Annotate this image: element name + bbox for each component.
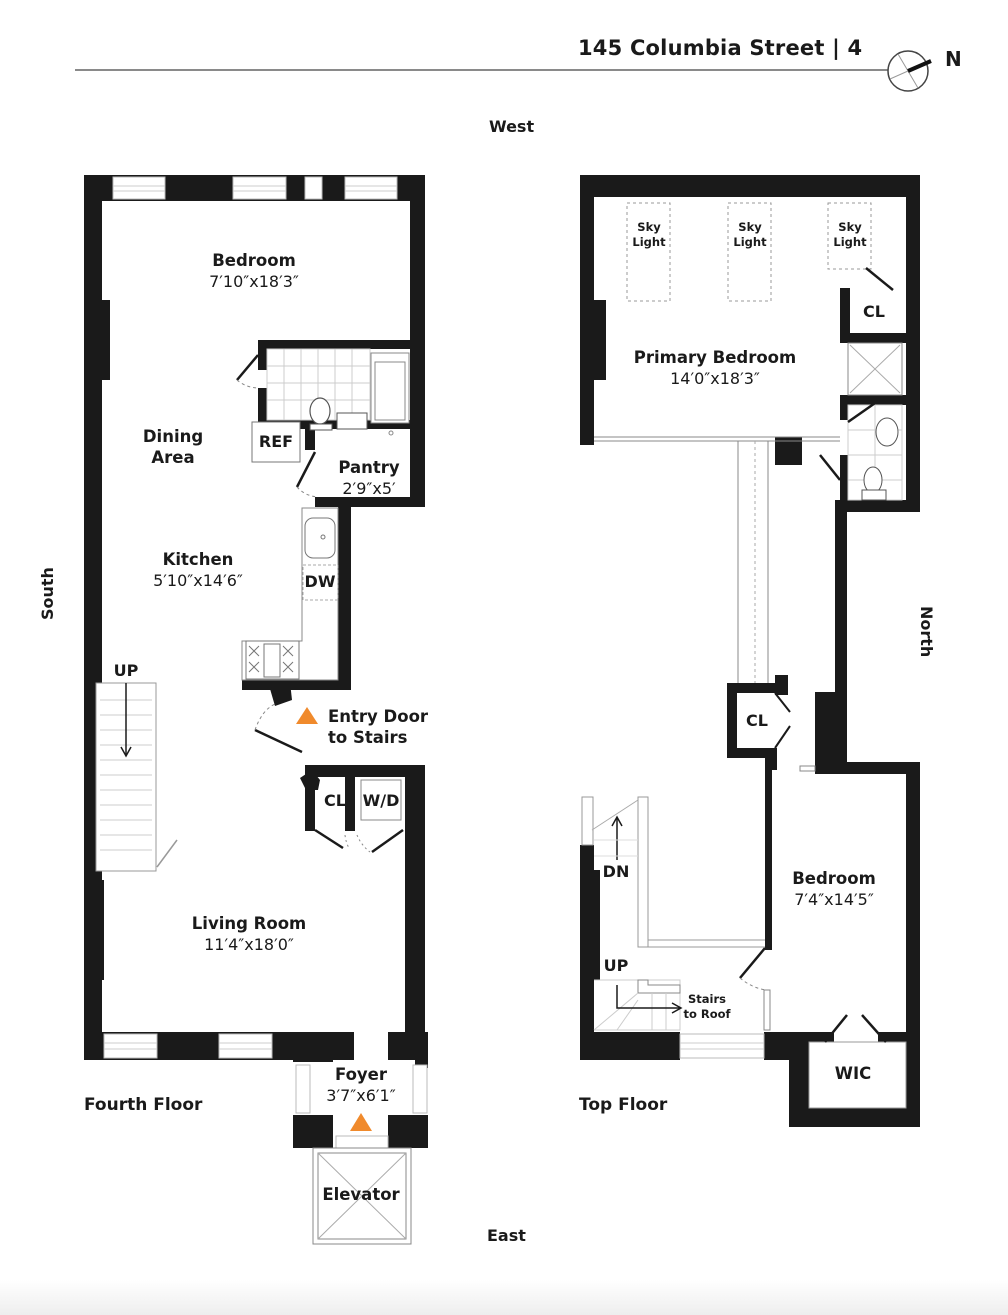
washer-dryer-label: W/D [362, 791, 400, 810]
room-bedroom-4f: Bedroom 7′10″x18′3″ [209, 250, 299, 292]
stairs-up-label-top: UP [603, 956, 629, 975]
room-dimensions: 7′4″x14′5″ [794, 890, 874, 909]
floor-label-top: Top Floor [579, 1095, 668, 1115]
room-name: Foyer [334, 1065, 388, 1084]
room-dimensions: 5′10″x14′6″ [153, 571, 243, 590]
room-dimensions: 14′0″x18′3″ [670, 369, 760, 388]
room-kitchen: Kitchen 5′10″x14′6″ [153, 549, 243, 591]
room-name: Bedroom [792, 869, 876, 888]
room-name: Living Room [191, 914, 307, 933]
entry-marker-icon [296, 707, 318, 724]
room-name: Dining [142, 427, 204, 446]
closet-label-hall: CL [746, 711, 768, 730]
room-name-line2: Area [151, 448, 195, 467]
direction-west: West [489, 117, 535, 136]
room-name: Elevator [322, 1185, 400, 1204]
ref-label: REF [258, 432, 294, 451]
room-elevator: Elevator [322, 1184, 399, 1205]
dishwasher-label: DW [304, 572, 336, 591]
skylight-3: Sky Light [833, 220, 867, 249]
room-dimensions: 2′9″x5′ [342, 479, 396, 498]
stairs-up-label: UP [113, 661, 139, 680]
room-dimensions: 11′4″x18′0″ [204, 935, 294, 954]
room-dining-area: Dining Area [143, 426, 203, 468]
room-name: Primary Bedroom [633, 348, 797, 367]
room-name: Bedroom [212, 251, 296, 270]
foyer-marker-icon [350, 1113, 372, 1131]
room-foyer: Foyer 3′7″x6′1″ [326, 1064, 395, 1106]
room-bedroom-top: Bedroom 7′4″x14′5″ [792, 868, 876, 910]
room-dimensions: 3′7″x6′1″ [326, 1086, 396, 1105]
plan-title: 145 Columbia Street | 4 [578, 36, 863, 60]
room-name: Pantry [338, 458, 400, 477]
room-dimensions: 7′10″x18′3″ [209, 272, 299, 291]
header-rule [75, 69, 890, 71]
room-living-room: Living Room 11′4″x18′0″ [192, 913, 306, 955]
room-wic: WIC [835, 1063, 871, 1084]
floor-label-fourth: Fourth Floor [84, 1095, 203, 1115]
skylight-2: Sky Light [733, 220, 767, 249]
stairs-down-label: DN [602, 862, 630, 881]
compass-icon [887, 50, 932, 92]
skylight-1: Sky Light [632, 220, 666, 249]
room-name: WIC [834, 1064, 872, 1083]
bottom-fade [0, 1280, 1008, 1315]
room-name: Kitchen [162, 550, 234, 569]
room-primary-bedroom: Primary Bedroom 14′0″x18′3″ [634, 347, 796, 389]
direction-east: East [487, 1226, 526, 1245]
compass-north-label: N [945, 47, 962, 71]
closet-label-4f: CL [324, 791, 346, 810]
stairs-to-roof-label: Stairs to Roof [683, 992, 731, 1021]
room-pantry: Pantry 2′9″x5′ [338, 457, 399, 499]
entry-door-label: Entry Door to Stairs [328, 707, 429, 747]
closet-label-primary: CL [863, 302, 885, 321]
